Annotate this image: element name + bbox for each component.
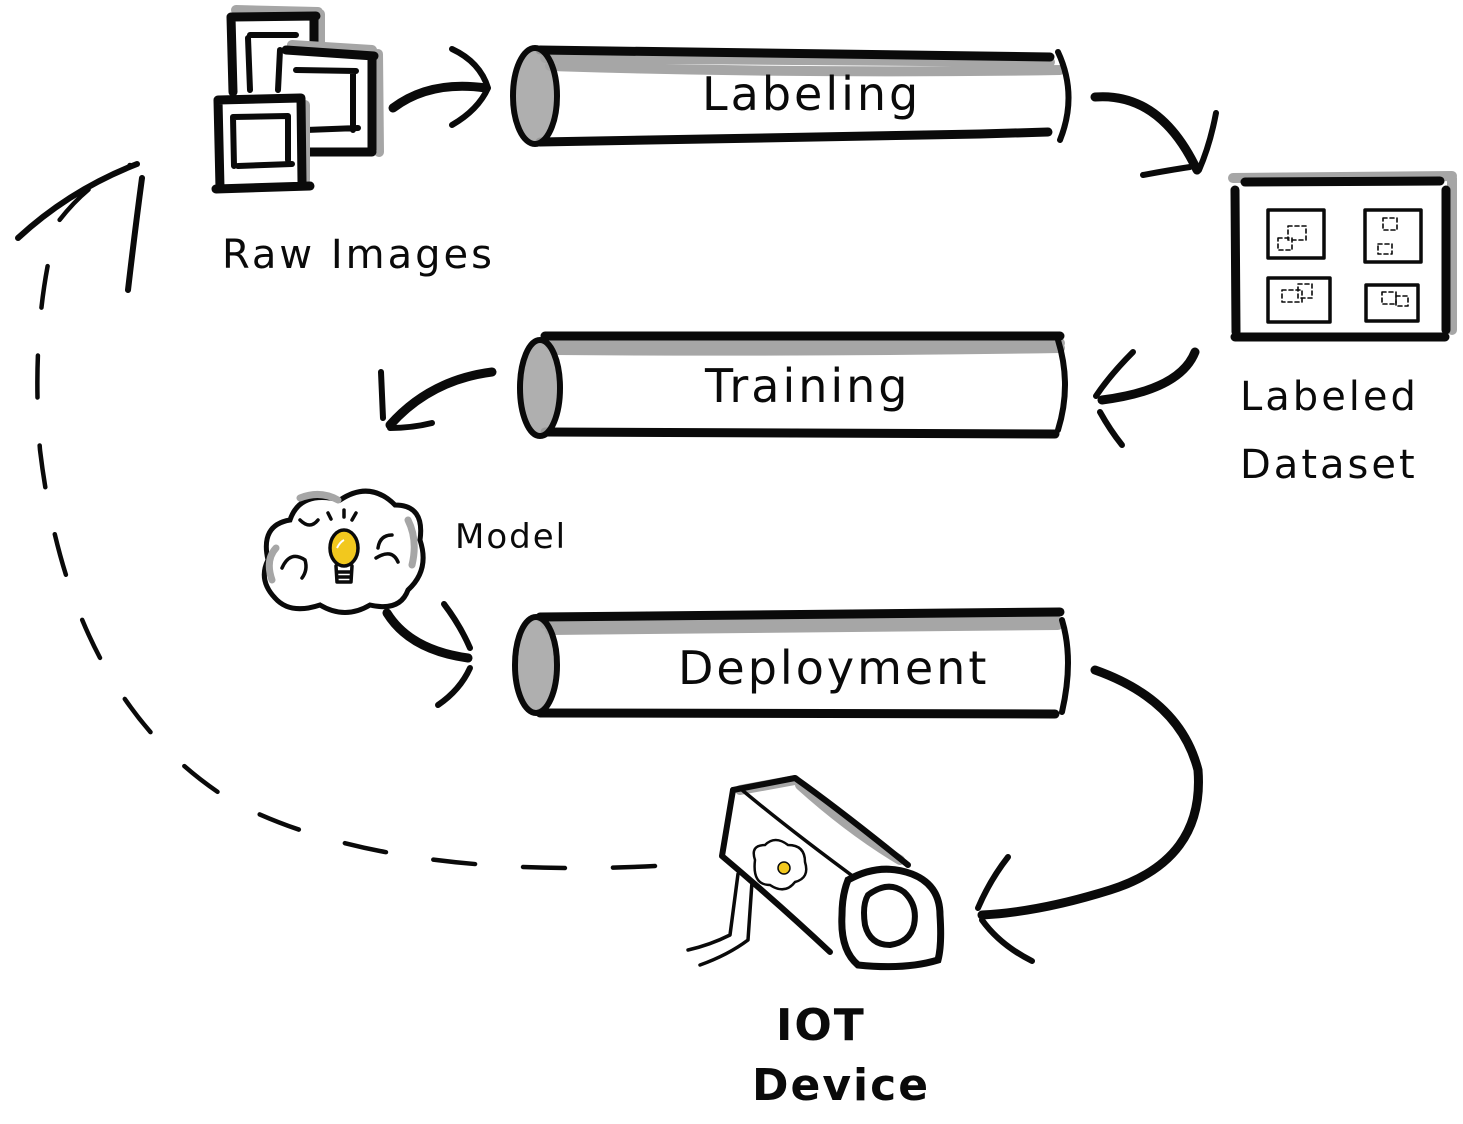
iot-device-label-line1: IOT [776,1000,866,1051]
arrow-dataset-to-training [1093,347,1200,448]
labeling-node: Labeling [510,45,1072,147]
raw-images-label: Raw Images [222,232,495,278]
labeled-dataset-node: Labeled Dataset [1228,171,1457,488]
arrow-training-to-model [378,367,497,431]
brain-lightbulb-icon [261,488,426,615]
labeled-dataset-label-line2: Dataset [1240,442,1418,488]
iot-device-node: IOT Device [686,775,945,1111]
model-label: Model [455,517,567,557]
arrow-raw-to-labeling [388,46,491,128]
arrow-labeling-to-dataset [1090,92,1219,178]
arrow-model-to-deployment [382,601,473,708]
security-camera-icon [686,775,945,971]
pipe-cylinder-icon [512,607,1071,719]
arrow-deployment-to-iot [975,665,1203,964]
deployment-label: Deployment [678,641,989,695]
pipe-cylinder-icon [517,331,1068,439]
raw-images-node: Raw Images [211,5,495,278]
training-label: Training [704,359,911,413]
training-node: Training [517,331,1068,439]
deployment-node: Deployment [512,607,1071,719]
annotated-image-grid-icon [1228,171,1457,342]
labeling-label: Labeling [702,67,921,121]
pipe-cylinder-icon [510,45,1072,147]
stacked-images-icon [211,5,384,194]
model-node: Model [261,488,567,615]
arrow-iot-to-raw-images-feedback [15,161,658,871]
iot-device-label-line2: Device [752,1060,930,1111]
labeled-dataset-label-line1: Labeled [1240,374,1419,420]
